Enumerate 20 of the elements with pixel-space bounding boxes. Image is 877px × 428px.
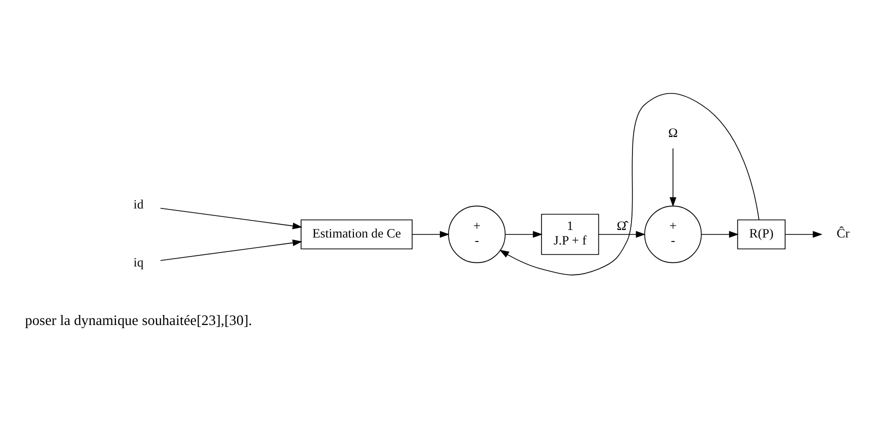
arrow — [499, 92, 760, 275]
node-circle: + - — [644, 205, 702, 263]
arrow — [701, 230, 739, 238]
node-box: R(P) — [737, 218, 786, 249]
edge-label: Ω̂ — [616, 218, 626, 233]
arrow — [160, 238, 302, 260]
node-text: Ω — [668, 125, 678, 140]
node-text: id — [134, 196, 144, 211]
arrow — [412, 230, 450, 238]
arrow — [598, 230, 646, 238]
arrow — [784, 230, 822, 238]
node-box: 1 J.P + f — [541, 213, 600, 254]
arrow — [160, 207, 302, 229]
node-text: iq — [134, 254, 144, 269]
arrow — [670, 147, 676, 206]
node-box: Estimation de Ce — [300, 218, 413, 249]
node-text: Ĉr — [836, 226, 850, 240]
node-circle: + - — [448, 205, 506, 263]
arrow — [504, 230, 543, 238]
label: poser la dynamique souhaitée[23],[30]. — [25, 312, 252, 328]
